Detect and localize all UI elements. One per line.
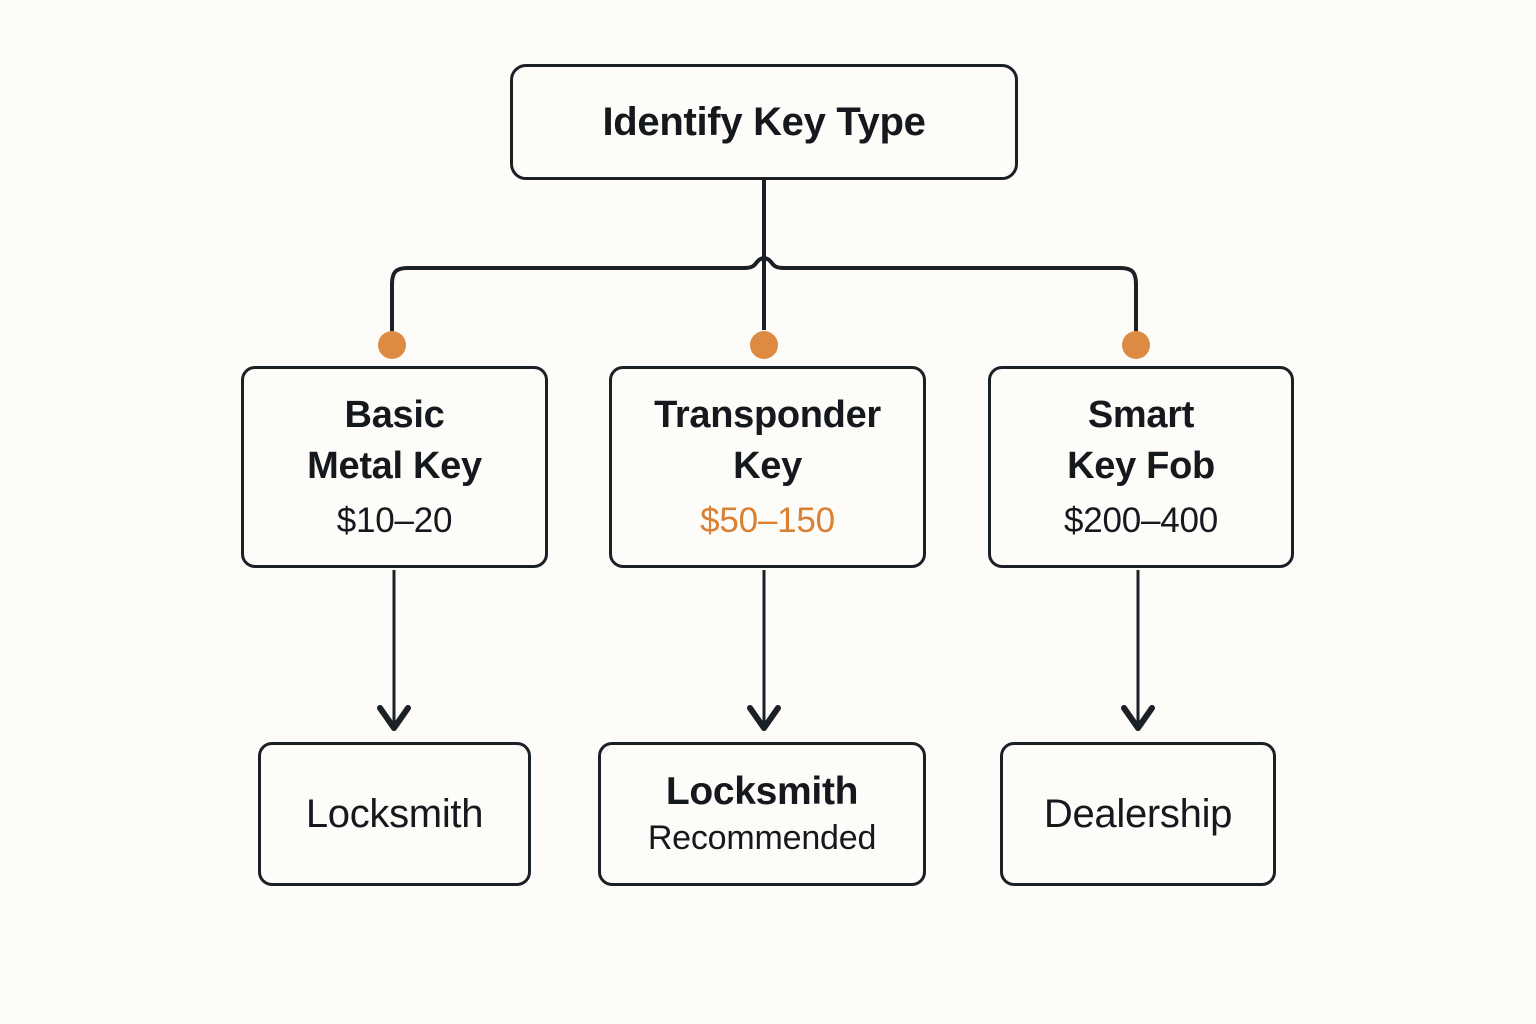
node-option-title-line-1: Basic [344, 394, 445, 436]
node-option-title-line-2: Metal Key [307, 445, 482, 487]
branch-dot-2 [1122, 331, 1150, 359]
node-option-title-line-1: Smart [1087, 394, 1195, 436]
node-option-price: $10–20 [336, 501, 453, 540]
node-option-title-line-2: Key Fob [1067, 445, 1215, 487]
node-outcome-dealership[interactable]: Dealership [1000, 742, 1276, 886]
node-outcome-locksmith-recommended[interactable]: Locksmith Recommended [598, 742, 926, 886]
node-option-transponder-key[interactable]: Transponder Key $50–150 [609, 366, 926, 568]
branch-dot-1 [750, 331, 778, 359]
arrowhead-0 [377, 705, 411, 731]
node-option-basic-metal-key[interactable]: Basic Metal Key $10–20 [241, 366, 548, 568]
node-root-label: Identify Key Type [602, 100, 926, 144]
node-option-price: $50–150 [700, 501, 835, 540]
node-outcome-label: Locksmith [665, 770, 859, 813]
node-outcome-note: Recommended [647, 819, 877, 857]
node-option-title-line-1: Transponder [654, 394, 881, 436]
node-option-price: $200–400 [1063, 501, 1219, 540]
node-outcome-label: Dealership [1043, 792, 1233, 836]
node-root[interactable]: Identify Key Type [510, 64, 1018, 180]
node-outcome-label: Locksmith [305, 792, 484, 836]
arrowhead-2 [1121, 705, 1155, 731]
connector-bus-left [390, 256, 766, 332]
arrowhead-1 [747, 705, 781, 731]
node-option-title-line-2: Key [733, 445, 802, 487]
connector-bus-right [762, 256, 1138, 332]
node-option-smart-key-fob[interactable]: Smart Key Fob $200–400 [988, 366, 1294, 568]
branch-dot-0 [378, 331, 406, 359]
node-outcome-locksmith[interactable]: Locksmith [258, 742, 531, 886]
